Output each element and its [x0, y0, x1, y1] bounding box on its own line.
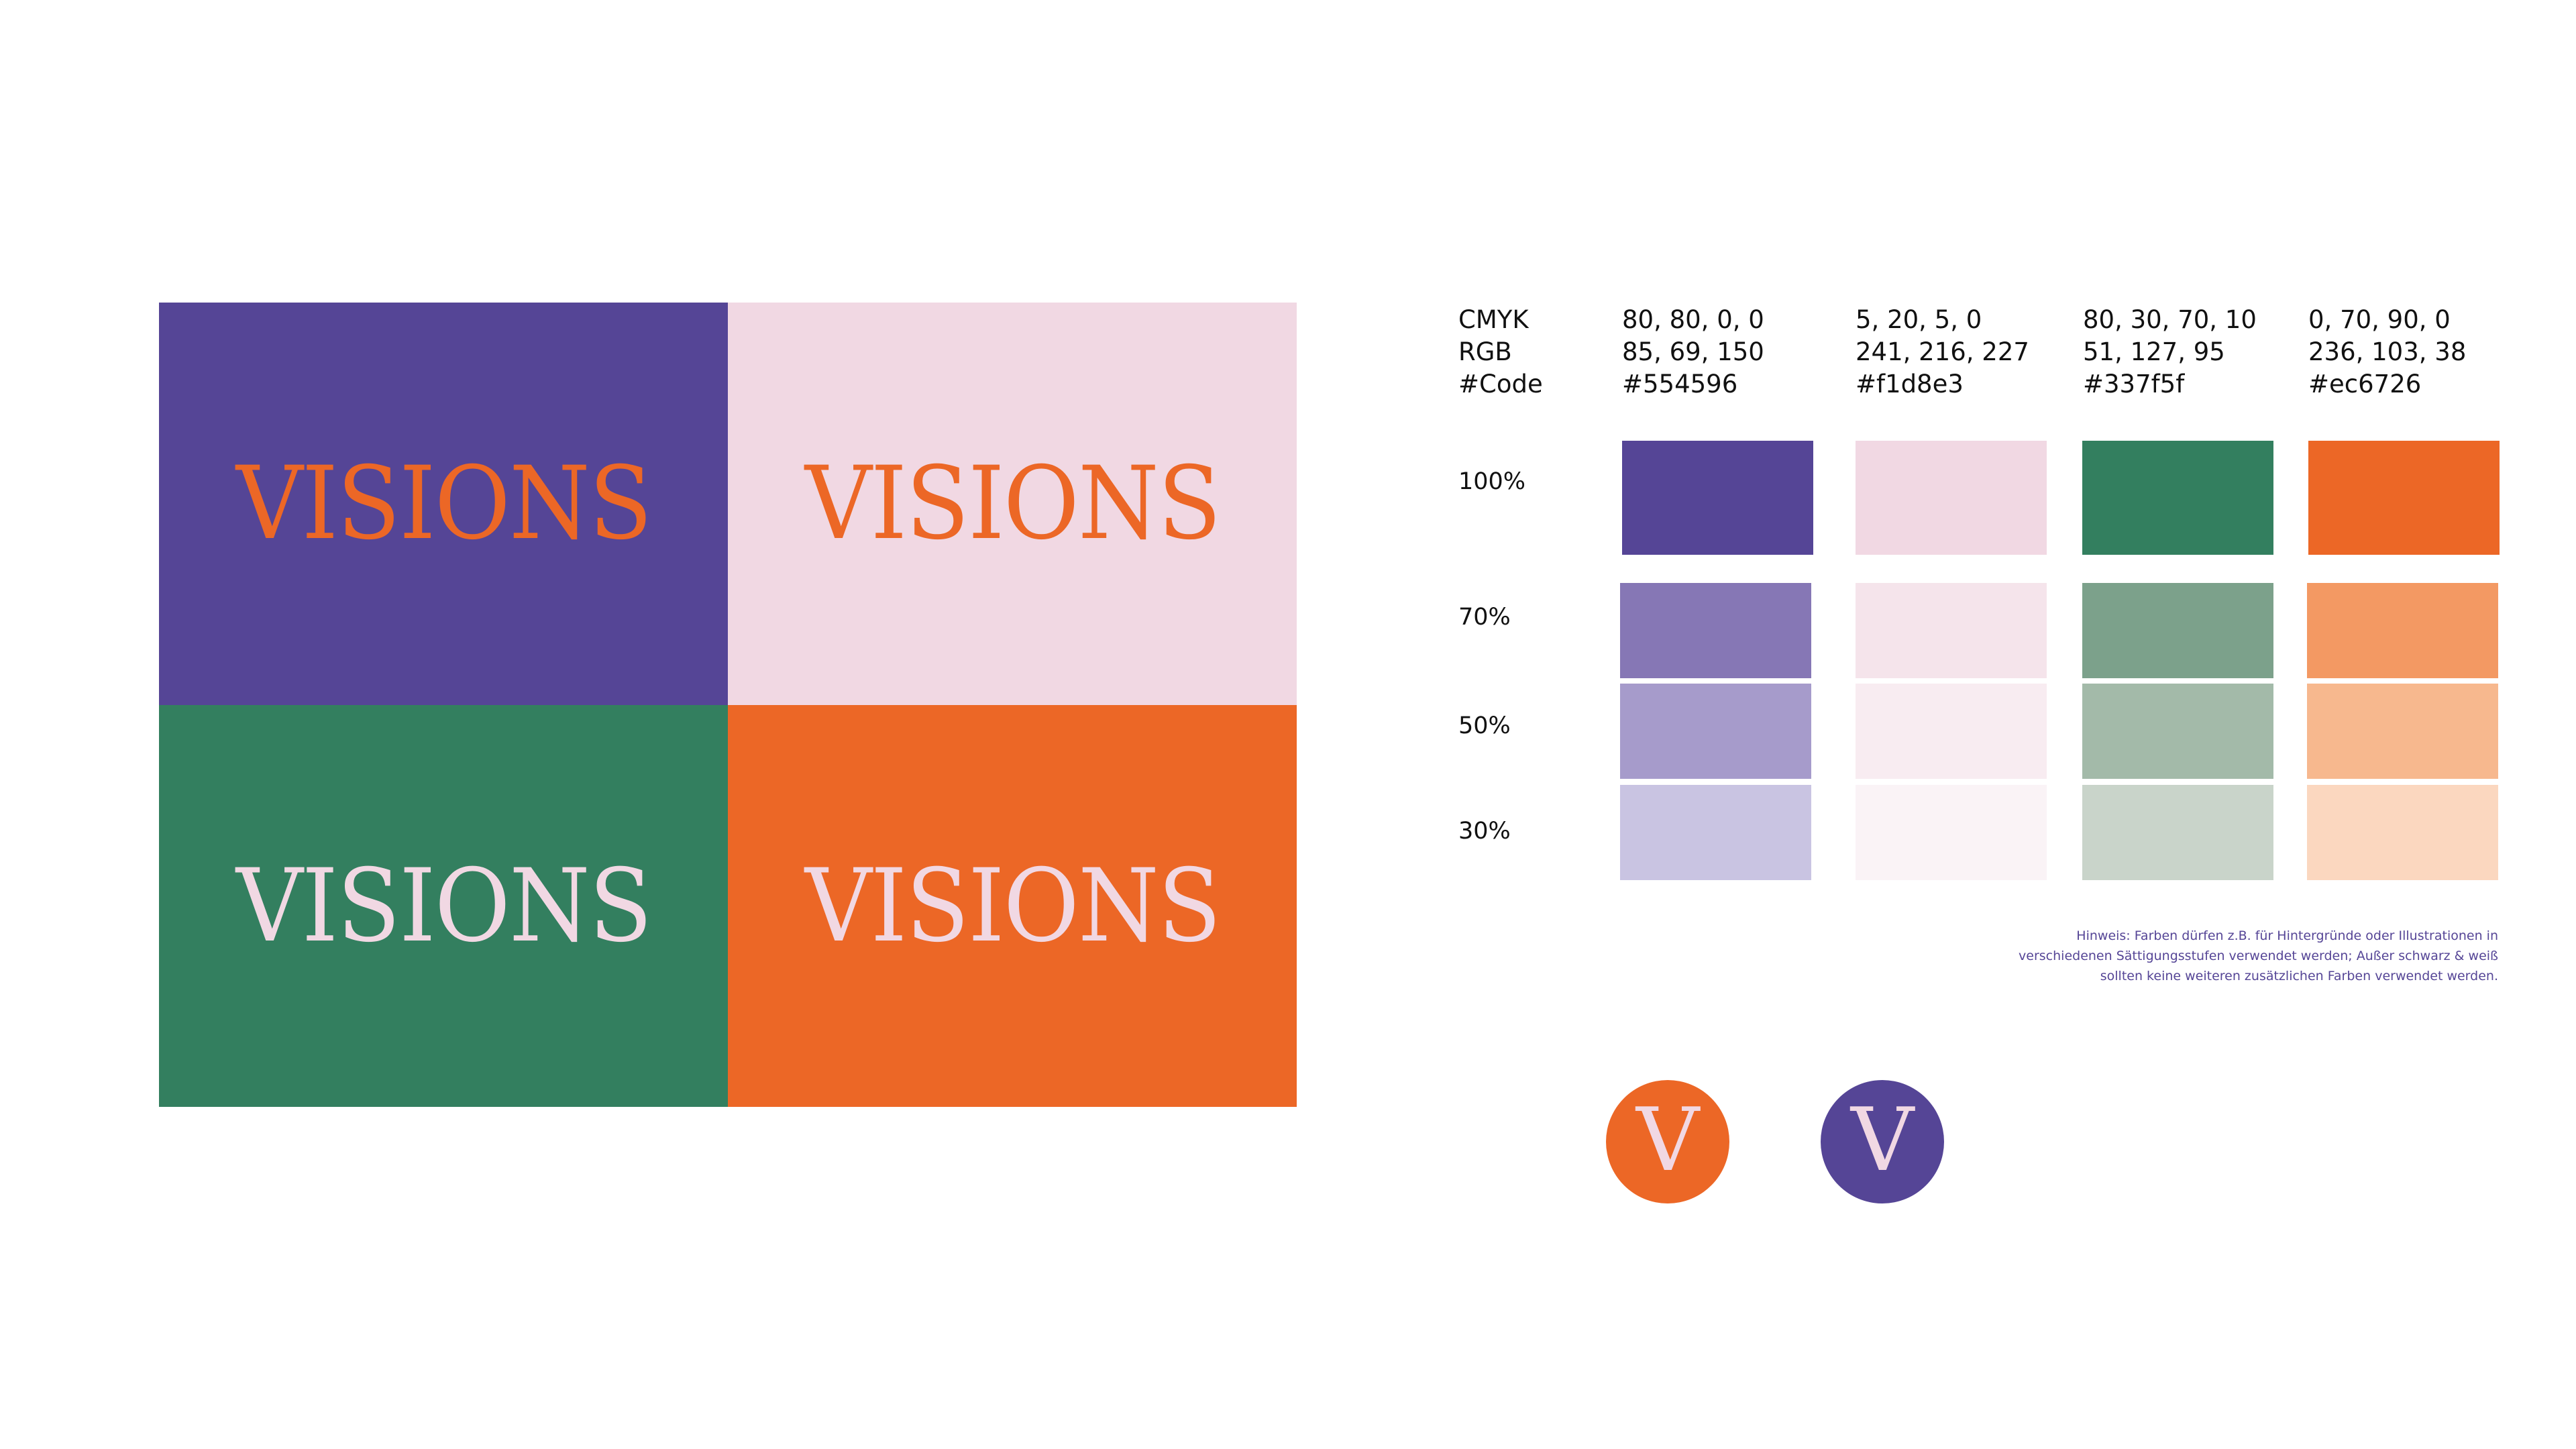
logo-badge-purple: V [1821, 1080, 1944, 1203]
spec-column-orange: 0, 70, 90, 0 236, 103, 38 #ec6726 [2308, 304, 2466, 400]
usage-note-line: sollten keine weiteren zusätzlichen Farb… [2100, 969, 2498, 983]
spec-column-green: 80, 30, 70, 10 51, 127, 95 #337f5f [2083, 304, 2257, 400]
v-monogram: V [1851, 1089, 1914, 1191]
tint-label-50: 50% [1458, 712, 1511, 739]
hex-code: #ec6726 [2308, 370, 2422, 398]
tint-label-30: 30% [1458, 818, 1511, 845]
logo-tile-purple: VISIONS [159, 303, 728, 705]
usage-note: Hinweis: Farben dürfen z.B. für Hintergr… [1894, 926, 2498, 986]
hex-code: #554596 [1622, 370, 1738, 398]
swatch-pink-70 [1856, 583, 2047, 678]
cmyk-label: CMYK [1458, 305, 1529, 334]
usage-note-line: Hinweis: Farben dürfen z.B. für Hintergr… [2076, 928, 2498, 943]
visions-wordmark: VISIONS [235, 847, 653, 965]
v-monogram: V [1636, 1089, 1699, 1191]
swatch-pink-50 [1856, 684, 2047, 779]
swatch-pink-100 [1856, 441, 2047, 555]
logo-tile-orange: VISIONS [728, 705, 1297, 1107]
cmyk-value: 80, 80, 0, 0 [1622, 305, 1764, 334]
swatch-green-50 [2082, 684, 2273, 779]
swatch-purple-50 [1620, 684, 1811, 779]
tint-label-100: 100% [1458, 468, 1526, 495]
rgb-value: 51, 127, 95 [2083, 337, 2225, 366]
swatch-green-100 [2082, 441, 2273, 555]
cmyk-value: 5, 20, 5, 0 [1856, 305, 1982, 334]
swatch-orange-100 [2308, 441, 2500, 555]
spec-labels: CMYK RGB #Code [1458, 304, 1543, 400]
rgb-label: RGB [1458, 337, 1512, 366]
swatch-green-30 [2082, 785, 2273, 880]
swatch-purple-70 [1620, 583, 1811, 678]
visions-wordmark: VISIONS [804, 445, 1222, 562]
cmyk-value: 0, 70, 90, 0 [2308, 305, 2451, 334]
rgb-value: 85, 69, 150 [1622, 337, 1764, 366]
spec-column-purple: 80, 80, 0, 0 85, 69, 150 #554596 [1622, 304, 1764, 400]
usage-note-line: verschiedenen Sättigungsstufen verwendet… [2019, 949, 2498, 963]
visions-wordmark: VISIONS [804, 847, 1222, 965]
swatch-purple-30 [1620, 785, 1811, 880]
logo-badge-orange: V [1606, 1080, 1729, 1203]
rgb-value: 236, 103, 38 [2308, 337, 2467, 366]
spec-column-pink: 5, 20, 5, 0 241, 216, 227 #f1d8e3 [1856, 304, 2029, 400]
swatch-green-70 [2082, 583, 2273, 678]
tint-label-70: 70% [1458, 604, 1511, 631]
swatch-purple-100 [1622, 441, 1813, 555]
logo-tile-pink: VISIONS [728, 303, 1297, 705]
logo-color-grid: VISIONS VISIONS VISIONS VISIONS [159, 303, 1297, 1107]
swatch-orange-30 [2307, 785, 2498, 880]
logo-tile-green: VISIONS [159, 705, 728, 1107]
swatch-orange-50 [2307, 684, 2498, 779]
hex-code: #f1d8e3 [1856, 370, 1964, 398]
swatch-orange-70 [2307, 583, 2498, 678]
swatch-pink-30 [1856, 785, 2047, 880]
rgb-value: 241, 216, 227 [1856, 337, 2029, 366]
visions-wordmark: VISIONS [235, 445, 653, 562]
hex-code: #337f5f [2083, 370, 2185, 398]
cmyk-value: 80, 30, 70, 10 [2083, 305, 2257, 334]
code-label: #Code [1458, 370, 1543, 398]
